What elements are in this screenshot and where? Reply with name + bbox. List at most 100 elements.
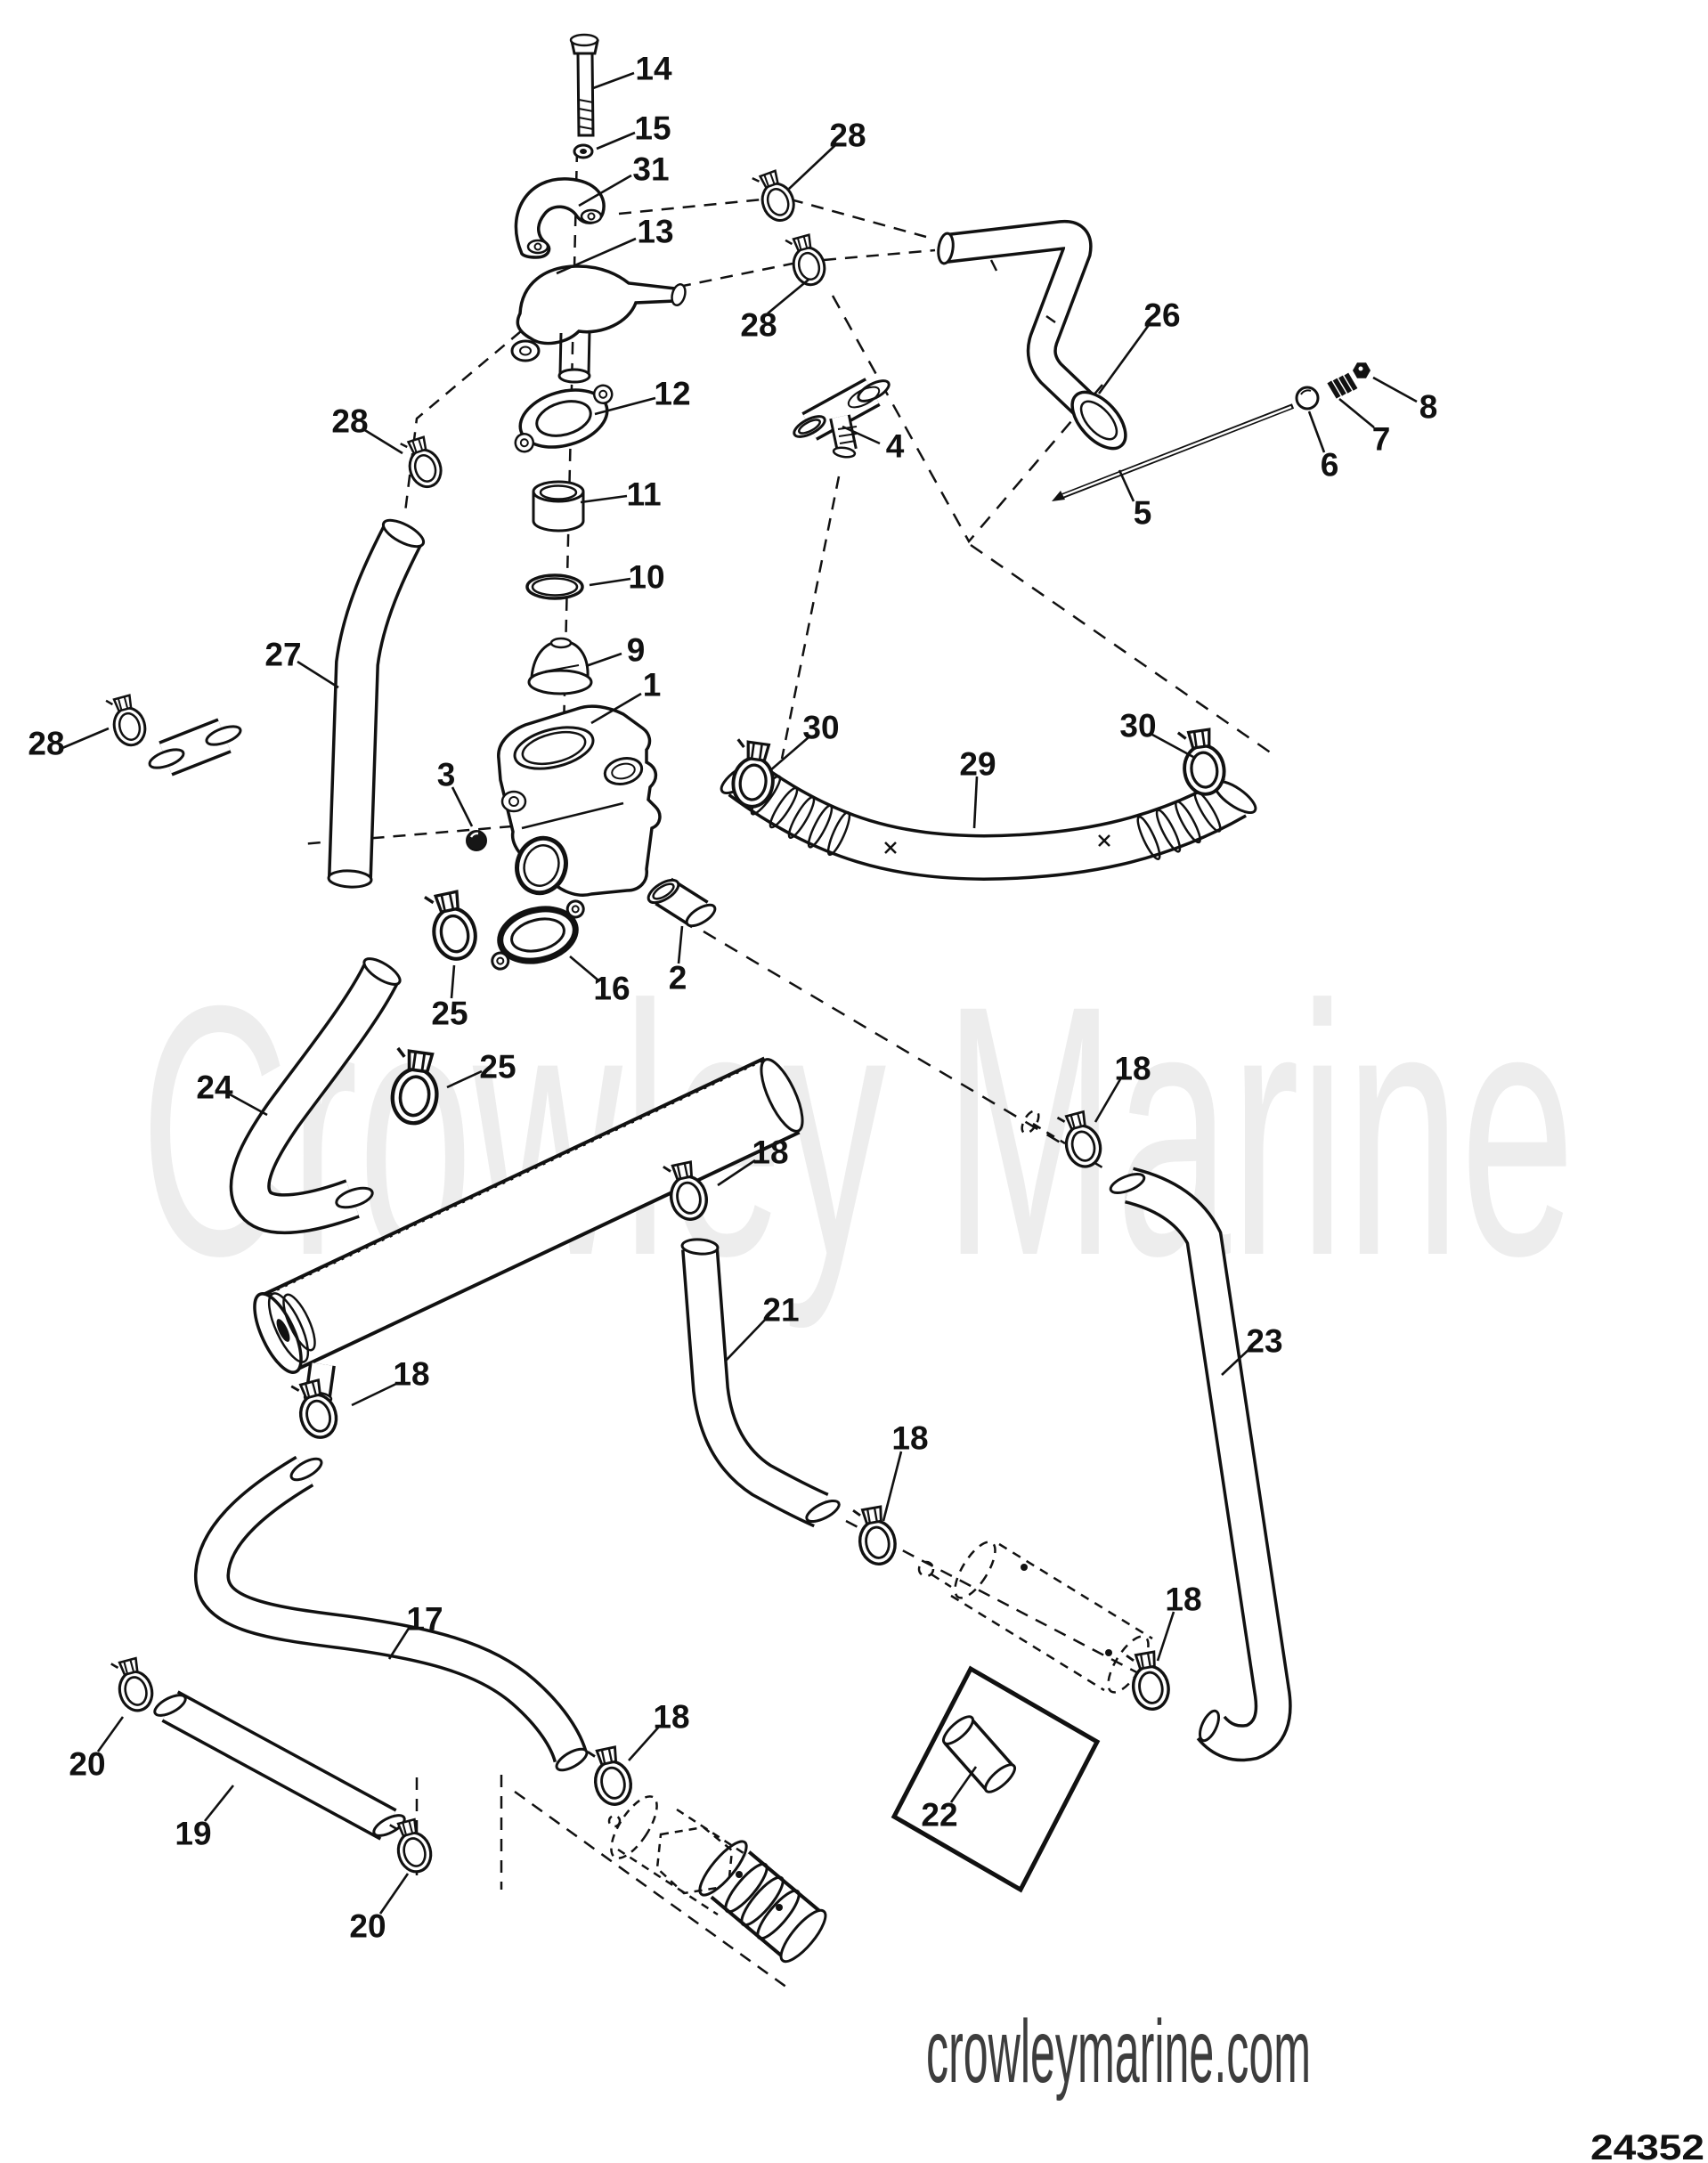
leader-line-28	[767, 278, 809, 315]
leader-line-21	[725, 1317, 768, 1362]
water-manifold-part	[253, 1056, 804, 1405]
leader-line-18	[1094, 1078, 1122, 1123]
leader-line-14	[592, 71, 635, 90]
thermostat-cover-13-part	[510, 264, 687, 384]
callout-18: 18	[891, 1420, 928, 1457]
callout-20: 20	[349, 1908, 386, 1945]
tee-fitting-4-part	[793, 378, 891, 459]
leader-line-28	[61, 727, 110, 750]
callout-9: 9	[627, 632, 646, 669]
callout-30: 30	[1119, 708, 1156, 744]
callout-27: 27	[264, 637, 301, 673]
hose-27-part	[327, 518, 426, 889]
leader-line-25	[450, 964, 456, 999]
leader-line-3	[451, 786, 474, 827]
leader-line-12	[594, 396, 656, 416]
leader-line-31	[578, 174, 632, 207]
ball-6-part	[1295, 386, 1320, 411]
leader-line-29	[972, 776, 979, 829]
clamp-30-icon	[1175, 725, 1229, 799]
callout-3: 3	[437, 757, 456, 793]
leader-line-16	[569, 955, 599, 981]
outlet-fitting-2-part	[647, 877, 717, 929]
callout-15: 15	[634, 110, 671, 147]
leader-line-27	[297, 660, 339, 689]
callout-28: 28	[740, 307, 777, 344]
website-text: crowleymarine.com	[926, 2002, 1311, 2102]
leader-line-30	[769, 736, 809, 772]
callout-23: 23	[1246, 1323, 1282, 1360]
leader-line-18	[717, 1159, 756, 1187]
hose-21-part	[680, 1238, 841, 1528]
callout-28: 28	[829, 118, 866, 154]
callout-29: 29	[959, 746, 996, 783]
hose-17-part	[194, 1455, 589, 1772]
clamp-18-icon	[1125, 1647, 1174, 1714]
leader-line-1	[590, 692, 642, 725]
bolt-14-part	[569, 33, 599, 137]
leader-line-5	[1118, 469, 1135, 502]
leader-line-28	[788, 144, 836, 190]
leader-line-19	[203, 1785, 235, 1822]
callout-12: 12	[654, 376, 690, 412]
leader-line-9	[585, 652, 622, 668]
callout-24: 24	[196, 1069, 233, 1106]
clamp-18-icon	[289, 1375, 343, 1443]
leader-line-22	[949, 1766, 978, 1803]
leader-line-24	[229, 1093, 268, 1117]
callout-25: 25	[431, 996, 468, 1032]
callout-28: 28	[28, 726, 64, 762]
leader-line-11	[580, 494, 628, 504]
callout-18: 18	[1114, 1051, 1151, 1087]
hose-24-part	[229, 957, 402, 1235]
leader-line-26	[1097, 324, 1151, 394]
callout-22: 22	[921, 1797, 957, 1834]
leader-line-18	[351, 1381, 399, 1407]
callout-7: 7	[1372, 421, 1391, 458]
leader-line-6	[1307, 411, 1326, 453]
leader-line-17	[387, 1626, 411, 1660]
stub-hose-part	[148, 718, 242, 777]
sleeve-11-part	[532, 480, 585, 533]
leader-line-18	[1156, 1611, 1175, 1662]
leader-line-13	[556, 237, 637, 275]
callout-2: 2	[669, 960, 687, 996]
leader-line-20	[378, 1873, 410, 1915]
callout-31: 31	[632, 151, 669, 188]
pump-assembly	[607, 1795, 827, 1964]
callout-6: 6	[1321, 447, 1339, 484]
callout-28: 28	[331, 403, 368, 440]
clamp-20-icon	[110, 1654, 159, 1716]
clamp-18-icon	[851, 1502, 900, 1569]
callout-18: 18	[393, 1356, 429, 1393]
leader-line-20	[96, 1716, 125, 1752]
leader-line-2	[677, 925, 684, 964]
leader-line-8	[1372, 376, 1418, 403]
ribbed-hose-29-part	[720, 759, 1257, 882]
leader-line-4	[842, 425, 881, 445]
leader-line-7	[1338, 397, 1375, 429]
oil-cooler-detail	[1021, 1564, 1112, 1656]
callout-11: 11	[626, 476, 661, 513]
leader-line-18	[882, 1451, 903, 1522]
callout-5: 5	[1134, 495, 1152, 532]
construction-lines	[300, 149, 1273, 1989]
spring-7-part	[1327, 372, 1358, 399]
callout-20: 20	[69, 1746, 105, 1783]
callout-18: 18	[653, 1699, 689, 1736]
thermostat-housing-1-part	[497, 704, 662, 897]
callout-18: 18	[752, 1134, 788, 1171]
callout-25: 25	[479, 1049, 516, 1086]
gasket-12-part	[514, 384, 614, 453]
callout-4: 4	[886, 428, 905, 465]
parts-box-22	[891, 1665, 1101, 1893]
callout-13: 13	[637, 214, 673, 250]
hose-26-part	[937, 219, 1127, 451]
callout-30: 30	[802, 710, 839, 746]
callout-21: 21	[762, 1292, 799, 1329]
callout-10: 10	[628, 559, 664, 596]
rod-5-part	[1052, 403, 1295, 501]
callout-26: 26	[1143, 297, 1180, 334]
